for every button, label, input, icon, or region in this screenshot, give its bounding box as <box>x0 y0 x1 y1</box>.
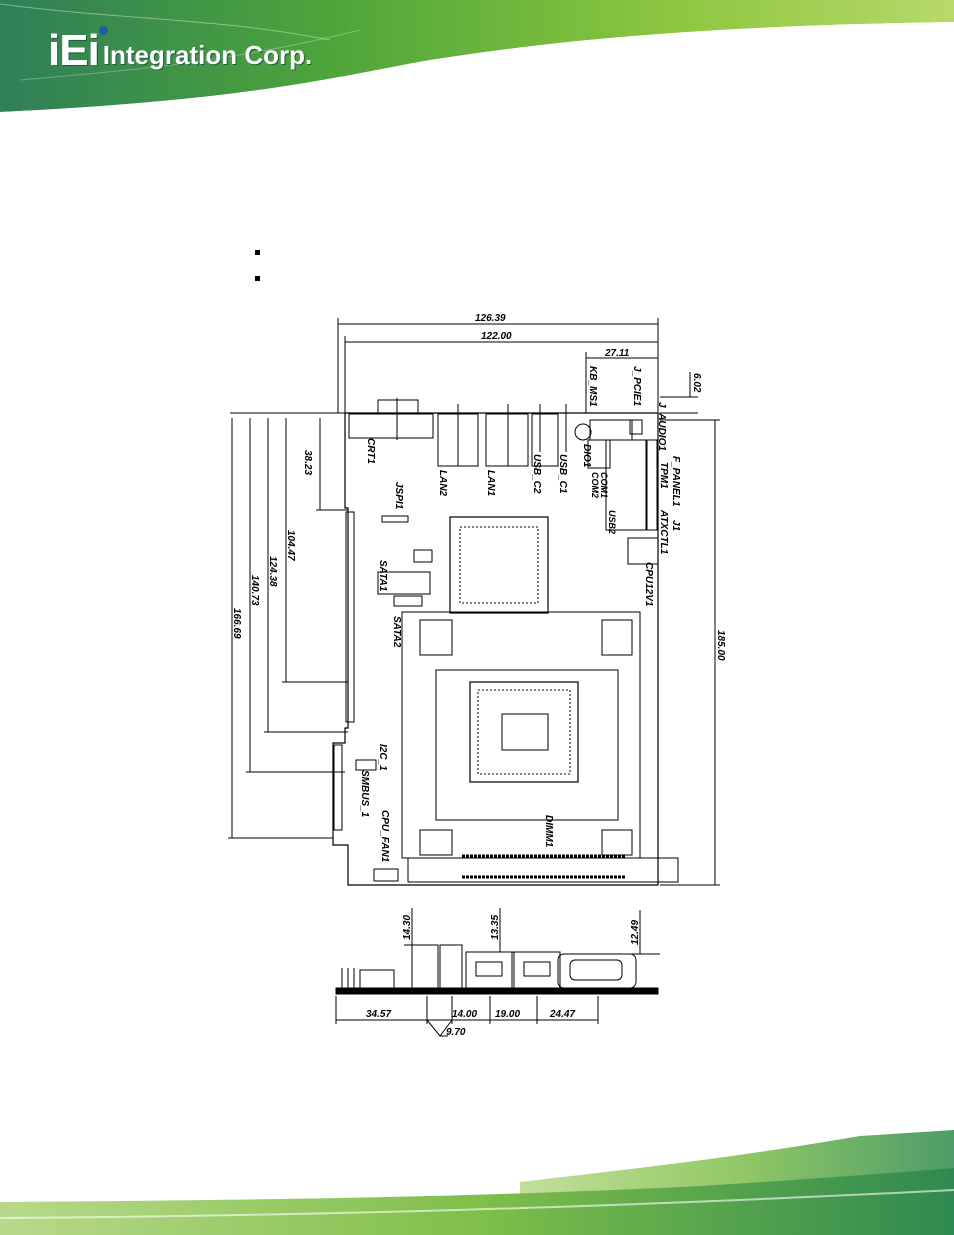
label-j-audio1: J_AUDIO1 <box>656 402 667 451</box>
dim-top-width: 126.39 <box>475 313 506 324</box>
label-lan2: LAN2 <box>437 470 448 497</box>
board-outline <box>332 412 659 886</box>
label-cpu-fan1: CPU_FAN1 <box>379 810 390 863</box>
label-j1: J1 <box>670 520 681 532</box>
dim-top-inner: 122.00 <box>481 331 512 342</box>
header-banner <box>0 0 954 115</box>
dim-left-3: 124.38 <box>267 556 278 587</box>
label-com1: COM1 <box>599 472 609 498</box>
label-j-pcie1: J_PCIE1 <box>631 366 642 406</box>
label-i2c1: I2C_1 <box>377 744 388 771</box>
dim-bottom-2: 14.00 <box>452 1009 477 1020</box>
dim-bottom-4: 24.47 <box>549 1009 575 1020</box>
dim-side-crt-height: 12.49 <box>630 920 641 945</box>
label-sata2: SATA2 <box>391 616 402 648</box>
bullet-marker <box>255 250 260 255</box>
dim-right-height: 185.00 <box>715 630 726 661</box>
label-usb-c1: USB_C1 <box>557 454 568 494</box>
label-crt1: CRT1 <box>365 438 376 464</box>
dim-bottom-5: 9.70 <box>446 1027 466 1038</box>
dim-top-right: 27.11 <box>604 348 630 359</box>
logo-mark: iEi <box>48 26 100 75</box>
label-usb2: USB2 <box>607 510 617 534</box>
label-sata1: SATA1 <box>377 560 388 592</box>
dim-bottom-3: 19.00 <box>495 1009 520 1020</box>
label-tpm1: TPM1 <box>658 462 669 489</box>
logo: iEi Integration Corp. <box>48 28 312 74</box>
label-dimm1: DIMM1 <box>543 815 554 848</box>
dim-left-2: 104.47 <box>285 530 296 561</box>
label-cpu12v1: CPU12V1 <box>643 562 654 607</box>
label-com2: COM2 <box>590 472 600 498</box>
dim-bottom-1: 34.57 <box>366 1009 391 1020</box>
label-kb-ms1: KB_MS1 <box>587 366 598 407</box>
label-f-panel1: F_PANEL1 <box>670 456 681 507</box>
label-jspi1: JSPI1 <box>393 482 404 510</box>
dim-side-usb-height: 14.30 <box>402 915 413 940</box>
label-atxctl1: ATXCTL1 <box>658 509 669 555</box>
bullet-marker <box>255 276 260 281</box>
dim-left-1: 38.23 <box>302 450 313 475</box>
dim-left-4: 140.73 <box>249 575 260 606</box>
footer-banner <box>0 1130 954 1235</box>
dim-left-5: 166.69 <box>231 608 242 639</box>
logo-text: Integration Corp. <box>102 40 313 70</box>
dim-side-lan-height: 13.35 <box>490 915 501 940</box>
label-lan1: LAN1 <box>485 470 496 497</box>
dim-top-offset: 6.02 <box>691 373 702 393</box>
label-dio1: DIO1 <box>581 444 592 468</box>
label-smbus1: SMBUS_1 <box>359 770 370 818</box>
label-usb-c2: USB_C2 <box>531 454 542 494</box>
logo-dot-icon <box>99 26 108 35</box>
